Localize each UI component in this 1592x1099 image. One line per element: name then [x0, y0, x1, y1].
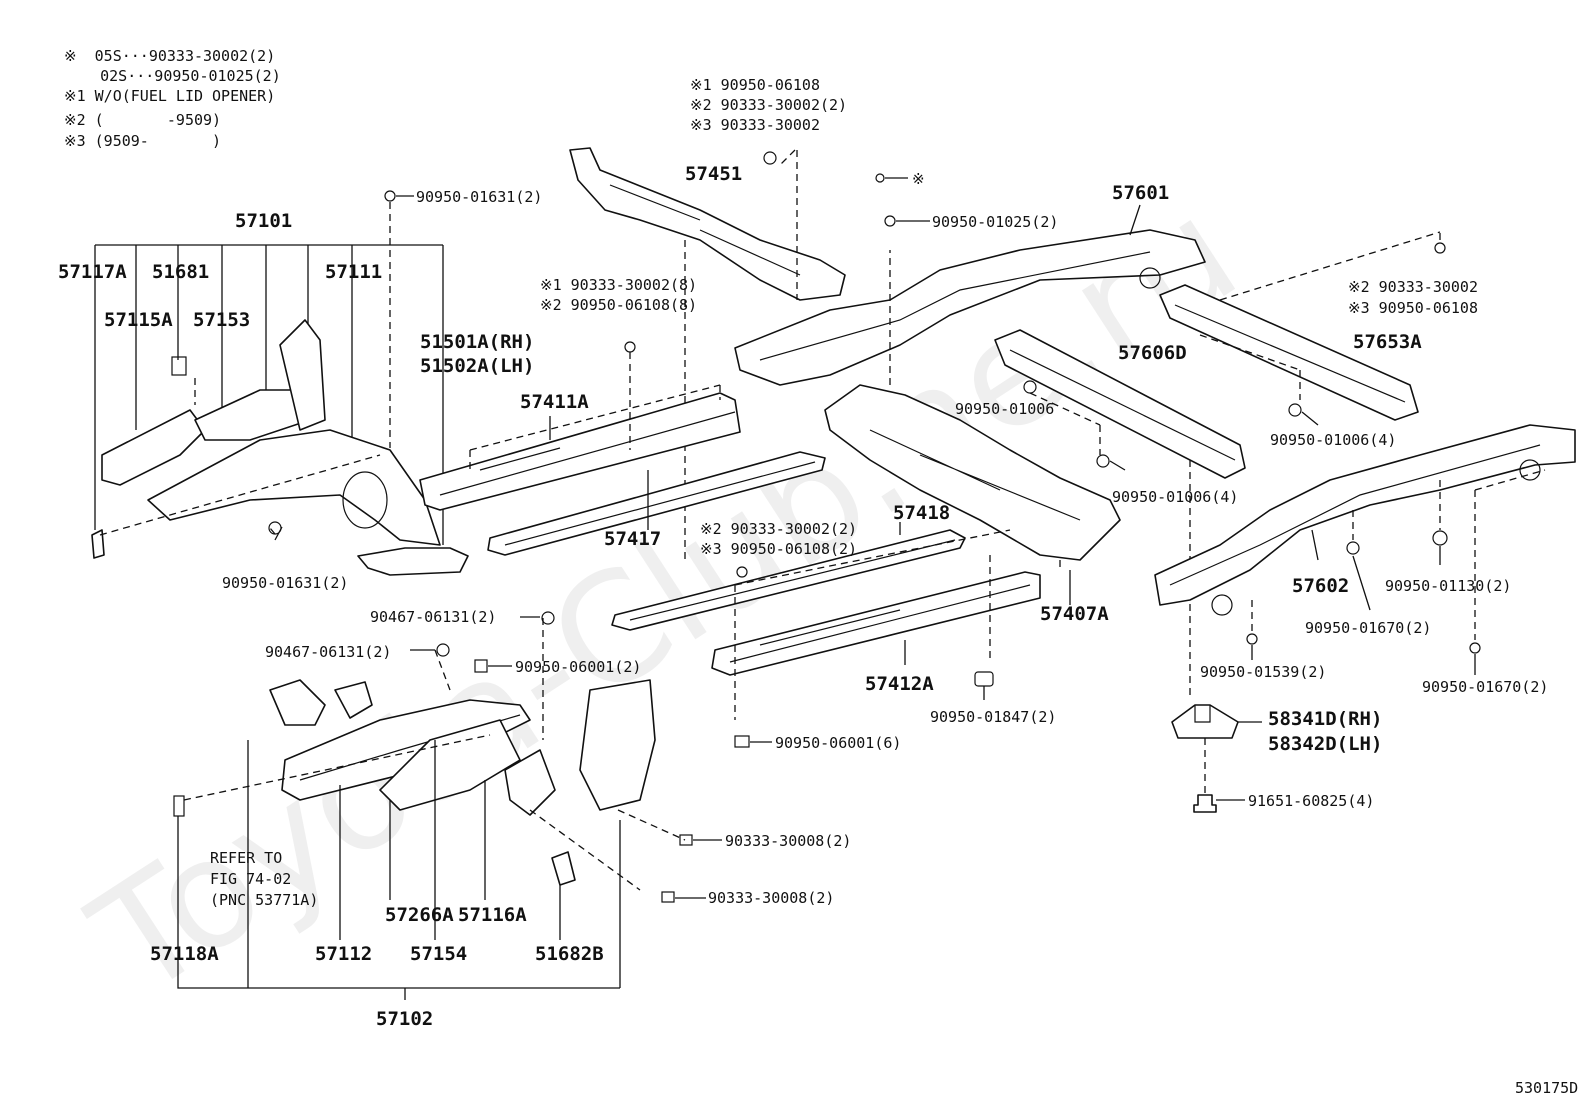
- note-57411-2: ※2 90950-06108(8): [540, 296, 697, 314]
- part-57411A-shape: [419, 392, 741, 511]
- label-57116A: 57116A: [458, 904, 527, 926]
- group-57102: [173, 611, 722, 1000]
- group-57601: ※ 90950-01025(2) 57601: [734, 170, 1206, 386]
- part-51682B-clip: [551, 851, 576, 886]
- label-90333-30008-b: 90333-30008(2): [708, 889, 834, 907]
- label-57451: 57451: [685, 163, 742, 185]
- label-57111: 57111: [325, 261, 382, 283]
- label-90950-06001-2: 90950-06001(2): [515, 658, 641, 676]
- label-57118A: 57118A: [150, 943, 219, 965]
- label-57117A: 57117A: [58, 261, 127, 283]
- part-57601-shape: [734, 229, 1206, 386]
- label-91651-60825: 91651-60825(4): [1248, 792, 1374, 810]
- label-58341D: 58341D(RH): [1268, 708, 1382, 730]
- label-57601: 57601: [1112, 182, 1169, 204]
- label-57266A: 57266A: [385, 904, 454, 926]
- group-57407A: 57407A: [824, 250, 1121, 625]
- label-51501A: 51501A(RH): [420, 331, 534, 353]
- label-90950-06001-6: 90950-06001(6): [775, 734, 901, 752]
- label-90950-01539: 90950-01539(2): [1200, 663, 1326, 681]
- label-57602: 57602: [1292, 575, 1349, 597]
- legend-line-2: 02S···90950-01025(2): [64, 67, 281, 85]
- label-57417: 57417: [604, 528, 661, 550]
- label-90950-01006-4b: 90950-01006(4): [1270, 431, 1396, 449]
- part-57407A-shape: [824, 384, 1121, 561]
- note-57451-1: ※1 90950-06108: [690, 76, 820, 94]
- label-90467-06131-a: 90467-06131(2): [370, 608, 496, 626]
- group-57653A: ※2 90333-30002 ※3 90950-06108 57653A 909…: [1159, 231, 1478, 449]
- label-90950-01847: 90950-01847(2): [930, 708, 1056, 726]
- label-90467-06131-b: 90467-06131(2): [265, 643, 391, 661]
- part-57101-lower-bracket: [357, 547, 469, 576]
- part-57451-shape: [569, 147, 846, 301]
- group-57411A: ※1 90333-30002(8) ※2 90950-06108(8) 5150…: [419, 276, 826, 556]
- label-90950-01670-b: 90950-01670(2): [1422, 678, 1548, 696]
- part-57111-shape: [279, 319, 326, 431]
- part-51682B-panel: [579, 679, 656, 811]
- label-57101: 57101: [235, 210, 292, 232]
- legend-line-4: ※2 ( -9509): [64, 111, 221, 129]
- refer-note-line-2: FIG 74-02: [210, 870, 291, 888]
- note-57411-1: ※1 90333-30002(8): [540, 276, 697, 294]
- refer-note-line-1: REFER TO: [210, 849, 282, 867]
- part-91651-bolt: [1193, 794, 1217, 813]
- label-57154: 57154: [410, 943, 467, 965]
- label-90950-01006: 90950-01006: [955, 400, 1054, 418]
- legend-line-3: ※1 W/O(FUEL LID OPENER): [64, 87, 275, 105]
- label-57112: 57112: [315, 943, 372, 965]
- legend-line-1: ※ 05S···90333-30002(2): [64, 47, 275, 65]
- label-90333-30008-a: 90333-30008(2): [725, 832, 851, 850]
- label-90950-01670-a: 90950-01670(2): [1305, 619, 1431, 637]
- group-57602: 57602 90950-01130(2) 90950-01670(2) 9095…: [1154, 424, 1576, 696]
- label-90950-01631-top: 90950-01631(2): [416, 188, 542, 206]
- label-58342D: 58342D(LH): [1268, 733, 1382, 755]
- label-57653A: 57653A: [1353, 331, 1422, 353]
- label-57115A: 57115A: [104, 309, 173, 331]
- group-57606D: 57606D 90950-01006 90950-01006(4): [955, 329, 1246, 700]
- group-57418: ※2 90333-30002(2) ※3 90950-06108(2) 5741…: [611, 502, 1056, 752]
- part-57417-shape: [487, 451, 826, 556]
- label-51682B: 51682B: [535, 943, 604, 965]
- label-57606D: 57606D: [1118, 342, 1187, 364]
- note-57653-3: ※3 90950-06108: [1348, 299, 1478, 317]
- part-57154-shape: [504, 749, 556, 816]
- label-57412A: 57412A: [865, 673, 934, 695]
- label-90950-01130: 90950-01130(2): [1385, 577, 1511, 595]
- legend: ※ 05S···90333-30002(2) 02S···90950-01025…: [64, 47, 281, 150]
- note-57418-3: ※3 90950-06108(2): [700, 540, 857, 558]
- label-57411A: 57411A: [520, 391, 589, 413]
- part-57117A-bracket: [91, 529, 105, 559]
- label-57407A: 57407A: [1040, 603, 1109, 625]
- label-90950-01025: 90950-01025(2): [932, 213, 1058, 231]
- part-57116A-shape: [379, 719, 521, 811]
- part-57266A-bracket-2: [334, 681, 373, 719]
- label-57153: 57153: [193, 309, 250, 331]
- part-57418-shape: [611, 529, 966, 631]
- note-57653-2: ※2 90333-30002: [1348, 278, 1478, 296]
- part-57412A-shape: [711, 571, 1041, 676]
- part-51501A-shape: [147, 429, 441, 546]
- label-51502A: 51502A(LH): [420, 355, 534, 377]
- label-57102: 57102: [376, 1008, 433, 1030]
- note-57451-2: ※2 90333-30002(2): [690, 96, 847, 114]
- refer-note-line-3: (PNC 53771A): [210, 891, 318, 909]
- label-90950-01006-4a: 90950-01006(4): [1112, 488, 1238, 506]
- label-51681: 51681: [152, 261, 209, 283]
- label-90950-01631-bottom: 90950-01631(2): [222, 574, 348, 592]
- label-57418: 57418: [893, 502, 950, 524]
- group-58341D: 58341D(RH) 58342D(LH) 91651-60825(4): [1171, 704, 1382, 813]
- part-57602-shape: [1154, 424, 1576, 606]
- group-57101: [91, 190, 469, 576]
- part-57266A-bracket: [269, 679, 326, 726]
- part-57115A-shape: [101, 409, 206, 486]
- note-57451-3: ※3 90333-30002: [690, 116, 820, 134]
- legend-line-5: ※3 (9509- ): [64, 132, 221, 150]
- note-57418-2: ※2 90333-30002(2): [700, 520, 857, 538]
- figure-id: 530175D: [1515, 1079, 1578, 1097]
- group-57451: ※1 90950-06108 ※2 90333-30002(2) ※3 9033…: [569, 76, 847, 560]
- label-star-57601: ※: [912, 170, 925, 188]
